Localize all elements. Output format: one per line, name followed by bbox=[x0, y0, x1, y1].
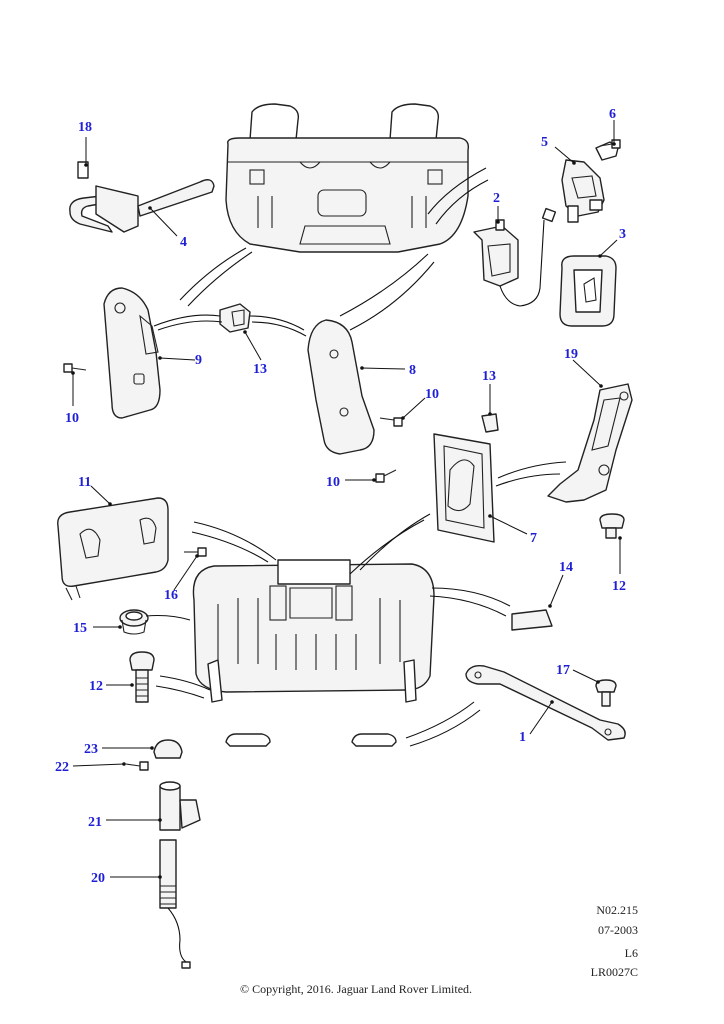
drawing-date: 07-2003 bbox=[598, 923, 638, 937]
callout-3: 3 bbox=[619, 227, 626, 242]
callout-6: 6 bbox=[609, 107, 616, 122]
assembly-lines bbox=[145, 167, 567, 747]
callout-12-left: 12 bbox=[89, 679, 103, 694]
callout-13-left: 13 bbox=[253, 362, 267, 377]
callout-20: 20 bbox=[91, 871, 105, 886]
callout-5: 5 bbox=[541, 135, 548, 150]
callout-4: 4 bbox=[180, 235, 187, 250]
clip-illustration bbox=[219, 303, 499, 433]
callout-12-right: 12 bbox=[612, 579, 626, 594]
drawing-variant: L6 bbox=[624, 946, 638, 960]
callout-21: 21 bbox=[88, 815, 102, 830]
screw-22-illustration bbox=[125, 761, 149, 771]
housing-panel-illustration bbox=[433, 433, 495, 543]
callout-15: 15 bbox=[73, 621, 87, 636]
callout-17: 17 bbox=[556, 663, 570, 678]
callout-23: 23 bbox=[84, 742, 98, 757]
link-bar-illustration bbox=[465, 664, 626, 741]
wedge-block-illustration bbox=[511, 609, 553, 631]
shoulder-bolt-illustration bbox=[129, 651, 155, 703]
callout-19: 19 bbox=[564, 347, 578, 362]
callout-1: 1 bbox=[519, 730, 526, 745]
rear-trim-panel-illustration bbox=[57, 497, 169, 601]
guide-sleeve-illustration bbox=[159, 781, 201, 831]
latch-mechanism-illustration bbox=[561, 141, 619, 223]
callout-9: 9 bbox=[195, 353, 202, 368]
callout-7: 7 bbox=[530, 531, 537, 546]
handle-bezel-illustration bbox=[559, 255, 617, 327]
callout-14: 14 bbox=[559, 560, 573, 575]
callout-18: 18 bbox=[78, 120, 92, 135]
recliner-mechanism-illustration bbox=[547, 383, 633, 503]
drawing-number: N02.215 bbox=[596, 903, 638, 917]
side-cover-left-illustration bbox=[103, 287, 161, 419]
height-rod-illustration bbox=[159, 839, 191, 969]
callout-2: 2 bbox=[493, 191, 500, 206]
callout-8: 8 bbox=[409, 363, 416, 378]
leader-lines bbox=[71, 120, 622, 879]
callout-11: 11 bbox=[78, 475, 91, 490]
callout-13-right: 13 bbox=[482, 369, 496, 384]
side-cover-right-illustration bbox=[307, 319, 375, 455]
seat-back-illustration bbox=[225, 103, 470, 253]
grommet-illustration bbox=[119, 609, 149, 635]
callout-10-right: 10 bbox=[425, 387, 439, 402]
fasteners-illustration bbox=[63, 139, 625, 707]
callout-10-center: 10 bbox=[326, 475, 340, 490]
callout-22: 22 bbox=[55, 760, 69, 775]
callout-16: 16 bbox=[164, 588, 178, 603]
callout-10-left: 10 bbox=[65, 411, 79, 426]
seat-cushion-frame-illustration bbox=[192, 559, 435, 747]
copyright-notice: © Copyright, 2016. Jaguar Land Rover Lim… bbox=[239, 982, 473, 996]
cap-illustration bbox=[153, 739, 183, 759]
release-handle-cable-illustration bbox=[473, 207, 557, 307]
hinge-bracket-illustration bbox=[69, 161, 215, 233]
drawing-reference: LR0027C bbox=[590, 965, 638, 979]
